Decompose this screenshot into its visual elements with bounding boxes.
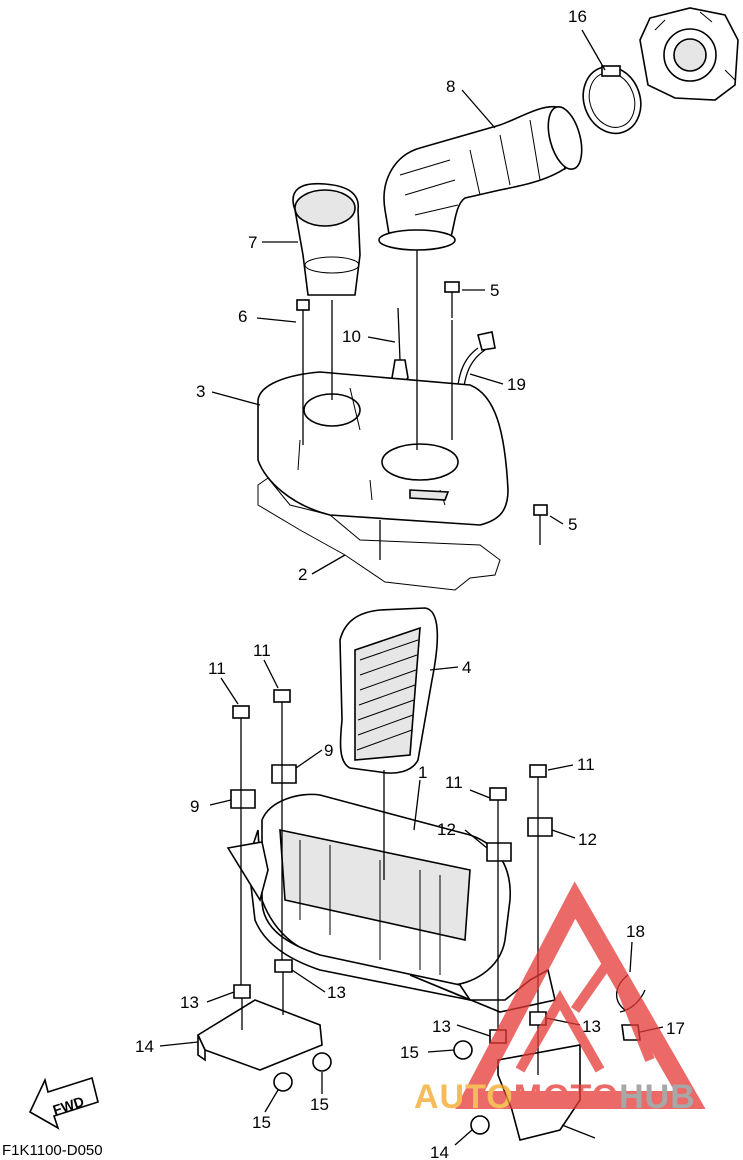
callout-12-b: 12 (578, 830, 597, 849)
callout-8: 8 (446, 77, 455, 96)
callout-19: 19 (507, 375, 526, 394)
callout-14-a: 14 (135, 1037, 154, 1056)
gasket (257, 477, 501, 591)
callout-17: 17 (666, 1019, 685, 1038)
callout-9-b: 9 (190, 797, 199, 816)
diagram-code: F1K1100-D050 (2, 1142, 103, 1159)
air-funnel (292, 182, 361, 296)
callout-7: 7 (248, 233, 257, 252)
bracket-left (196, 999, 323, 1071)
callout-16: 16 (568, 7, 587, 26)
callout-13-d: 13 (582, 1017, 601, 1036)
callout-10: 10 (342, 327, 361, 346)
watermark: AUTOMOTOHUB (414, 881, 706, 1116)
bolt-long (296, 299, 310, 360)
left-fasteners (230, 689, 297, 999)
callout-6: 6 (238, 307, 247, 326)
nuts-left (273, 1052, 332, 1092)
callout-9-a: 9 (324, 741, 333, 760)
callout-13-a: 13 (180, 993, 199, 1012)
callout-5-right: 5 (568, 515, 577, 534)
air-joint (378, 105, 583, 251)
callouts: 16 8 7 5 6 10 19 3 5 2 4 11 11 9 1 11 11… (135, 7, 685, 1160)
callout-3: 3 (196, 382, 205, 401)
throttle-body (639, 7, 739, 101)
screw-right (533, 504, 548, 545)
callout-12-a: 12 (437, 820, 456, 839)
callout-4: 4 (462, 658, 471, 677)
callout-15-d: 14 (430, 1143, 449, 1160)
fwd-arrow: FWD (28, 1076, 99, 1130)
air-filter-case (226, 793, 556, 1013)
callout-13-c: 13 (432, 1017, 451, 1036)
callout-1: 1 (418, 763, 427, 782)
callout-2: 2 (298, 565, 307, 584)
watermark-auto: AUTO (414, 1078, 514, 1116)
callout-15-a: 15 (400, 1043, 419, 1062)
callout-15-b: 15 (252, 1113, 271, 1132)
callout-11-c: 11 (445, 773, 463, 792)
callout-leaders (159, 29, 664, 1146)
callout-5-top: 5 (490, 281, 499, 300)
air-filter-case-cap (257, 371, 509, 526)
watermark-moto: MOTO (514, 1078, 619, 1116)
watermark-hub: HUB (619, 1078, 696, 1116)
callout-11-b: 11 (253, 641, 271, 660)
callout-15-c: 15 (310, 1095, 329, 1114)
svg-text:AUTOMOTOHUB: AUTOMOTOHUB (414, 1078, 696, 1116)
hose-clamp (582, 65, 642, 135)
callout-11-d: 11 (577, 755, 595, 774)
callout-11-a: 11 (208, 659, 226, 678)
screw (444, 281, 460, 318)
callout-18: 18 (626, 922, 645, 941)
air-filter-element (339, 607, 439, 774)
watermark-triangle-icon (455, 881, 706, 1109)
callout-13-b: 13 (327, 983, 346, 1002)
cable-band (391, 307, 409, 387)
